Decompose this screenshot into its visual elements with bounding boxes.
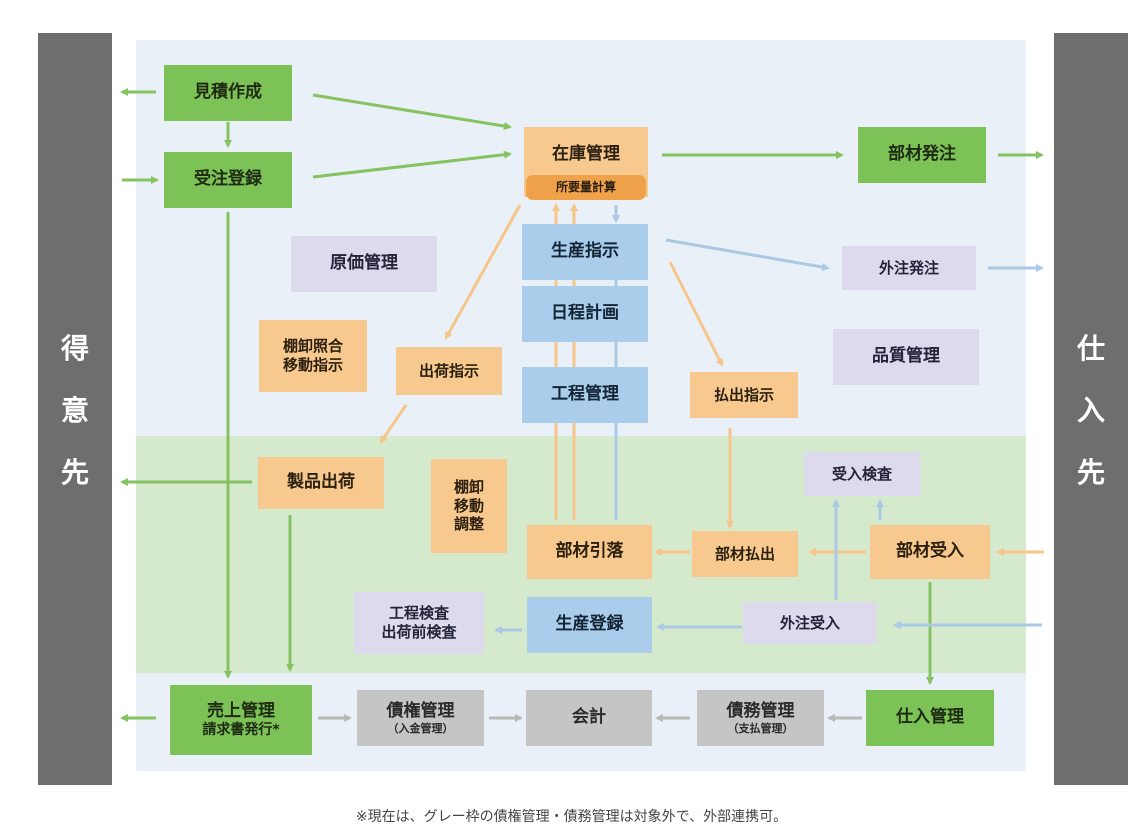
inventory-adjustment-label-2: 移動 [453,496,484,515]
product-shipping-box: 製品出荷 [258,457,384,509]
process-management-label: 工程管理 [551,384,619,405]
customer-label-2: 意 [60,394,89,427]
inventory-adjustment-label-1: 棚卸 [453,477,484,496]
purchase-management-label: 仕入管理 [896,707,964,728]
outsource-order-box: 外注発注 [842,246,976,290]
sales-management-box: 売上管理 請求書発行* [170,685,312,755]
process-management-box: 工程管理 [522,367,648,423]
requirement-calc-box: 所要量計算 [526,175,646,200]
production-instruction-box: 生産指示 [522,224,648,280]
receivables-label: 債権管理 [386,700,455,721]
production-instruction-label: 生産指示 [551,241,619,262]
parts-issue-label: 部材払出 [714,544,775,563]
receivables-sub-label: （入金管理） [387,721,454,735]
quote-creation-box: 見積作成 [164,65,292,121]
cost-management-box: 原価管理 [291,236,437,292]
parts-withdrawal-label: 部材引落 [555,541,624,562]
supplier-label-1: 仕 [1076,332,1105,365]
supplier-label-2: 入 [1076,394,1105,427]
inventory-check-box: 棚卸照合 移動指示 [259,320,367,392]
sales-management-label: 売上管理 [207,700,275,721]
parts-receiving-box: 部材受入 [870,525,990,579]
process-inspection-label-2: 出荷前検査 [381,623,457,641]
schedule-planning-box: 日程計画 [522,286,648,342]
cost-management-label: 原価管理 [330,253,398,274]
schedule-planning-label: 日程計画 [551,303,619,324]
payables-label: 債務管理 [726,700,795,721]
inventory-adjustment-label-3: 調整 [453,515,484,534]
supplier-label-3: 先 [1076,456,1105,489]
inventory-check-label-1: 棚卸照合 [282,337,343,356]
shipping-instruction-box: 出荷指示 [396,347,502,395]
accounting-label: 会計 [572,707,606,728]
supplier-side-bar: 仕 入 先 [1054,33,1128,785]
parts-issue-box: 部材払出 [692,531,798,577]
footnote-caption: ※現在は、グレー枠の債権管理・債務管理は対象外で、外部連携可。 [355,809,788,825]
process-inspection-label-1: 工程検査 [388,604,449,623]
parts-order-box: 部材発注 [858,127,986,183]
parts-order-label: 部材発注 [888,144,956,165]
production-registration-box: 生産登録 [527,597,652,653]
accounting-box: 会計 [526,690,652,746]
production-registration-label: 生産登録 [555,614,624,635]
purchase-management-box: 仕入管理 [866,690,994,746]
customer-side-bar: 得 意 先 [38,33,112,785]
receiving-inspection-box: 受入検査 [804,452,920,496]
inventory-check-label-2: 移動指示 [282,356,343,374]
receivables-box: 債権管理 （入金管理） [357,690,484,746]
order-entry-box: 受注登録 [164,152,292,208]
outsource-receiving-label: 外注受入 [779,613,840,632]
product-shipping-label: 製品出荷 [287,472,355,493]
quality-management-label: 品質管理 [872,346,940,367]
shipping-instruction-label: 出荷指示 [418,361,479,380]
inventory-adjustment-box: 棚卸 移動 調整 [431,459,507,553]
outsource-receiving-box: 外注受入 [743,602,877,644]
requirement-calc-label: 所要量計算 [555,180,616,194]
issue-instruction-box: 払出指示 [690,372,798,418]
invoice-issue-label: 請求書発行* [202,721,280,738]
order-entry-label: 受注登録 [194,169,262,190]
receiving-inspection-label: 受入検査 [831,464,892,483]
outsource-order-label: 外注発注 [878,258,939,277]
parts-withdrawal-box: 部材引落 [527,525,652,579]
quote-creation-label: 見積作成 [194,82,262,103]
quality-management-box: 品質管理 [833,329,979,385]
payables-sub-label: （支払管理） [727,721,794,735]
payables-box: 債務管理 （支払管理） [697,690,824,746]
customer-label-3: 先 [60,456,89,489]
inventory-management-label: 在庫管理 [552,144,620,164]
process-inspection-box: 工程検査 出荷前検査 [354,592,484,654]
issue-instruction-label: 払出指示 [713,385,774,404]
customer-label-1: 得 [60,332,89,365]
parts-receiving-label: 部材受入 [896,541,964,562]
